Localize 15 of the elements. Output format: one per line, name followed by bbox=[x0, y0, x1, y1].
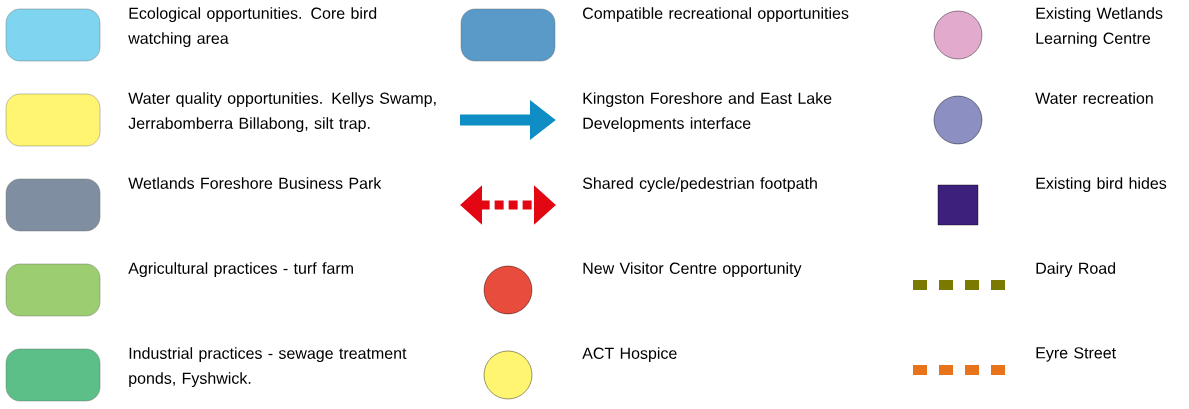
legend-text: Dairy Road bbox=[1036, 262, 1116, 278]
legend-text: Ecological opportunities. Core bird watching area bbox=[128, 7, 377, 48]
legend-text: Industrial practices - sewage treatment ponds, Fyshwick. bbox=[129, 347, 407, 388]
legend-text: ACT Hospice bbox=[582, 347, 677, 363]
legend-text: Compatible recreational opportunities bbox=[583, 7, 849, 23]
legend-text: Eyre Street bbox=[1036, 347, 1116, 362]
legend-text: Water quality opportunities. Kellys Swamp, Jerrabomberra Billabong, silt trap. bbox=[128, 92, 436, 133]
legend-text: Water recreation bbox=[1035, 92, 1153, 104]
legend-text: Kingston Foreshore and East Lake Developments interface bbox=[583, 92, 832, 133]
legend-text: Wetlands Foreshore Business Park bbox=[128, 177, 382, 189]
legend-text: Agricultural practices - turf farm bbox=[128, 262, 353, 278]
legend-text: New Visitor Centre opportunity bbox=[583, 262, 802, 278]
legend-text: Existing Wetlands Learning Centre bbox=[1036, 7, 1163, 48]
legend-text: Existing bird hides bbox=[1036, 177, 1167, 193]
legend-text: Shared cycle/pedestrian footpath bbox=[582, 177, 817, 193]
